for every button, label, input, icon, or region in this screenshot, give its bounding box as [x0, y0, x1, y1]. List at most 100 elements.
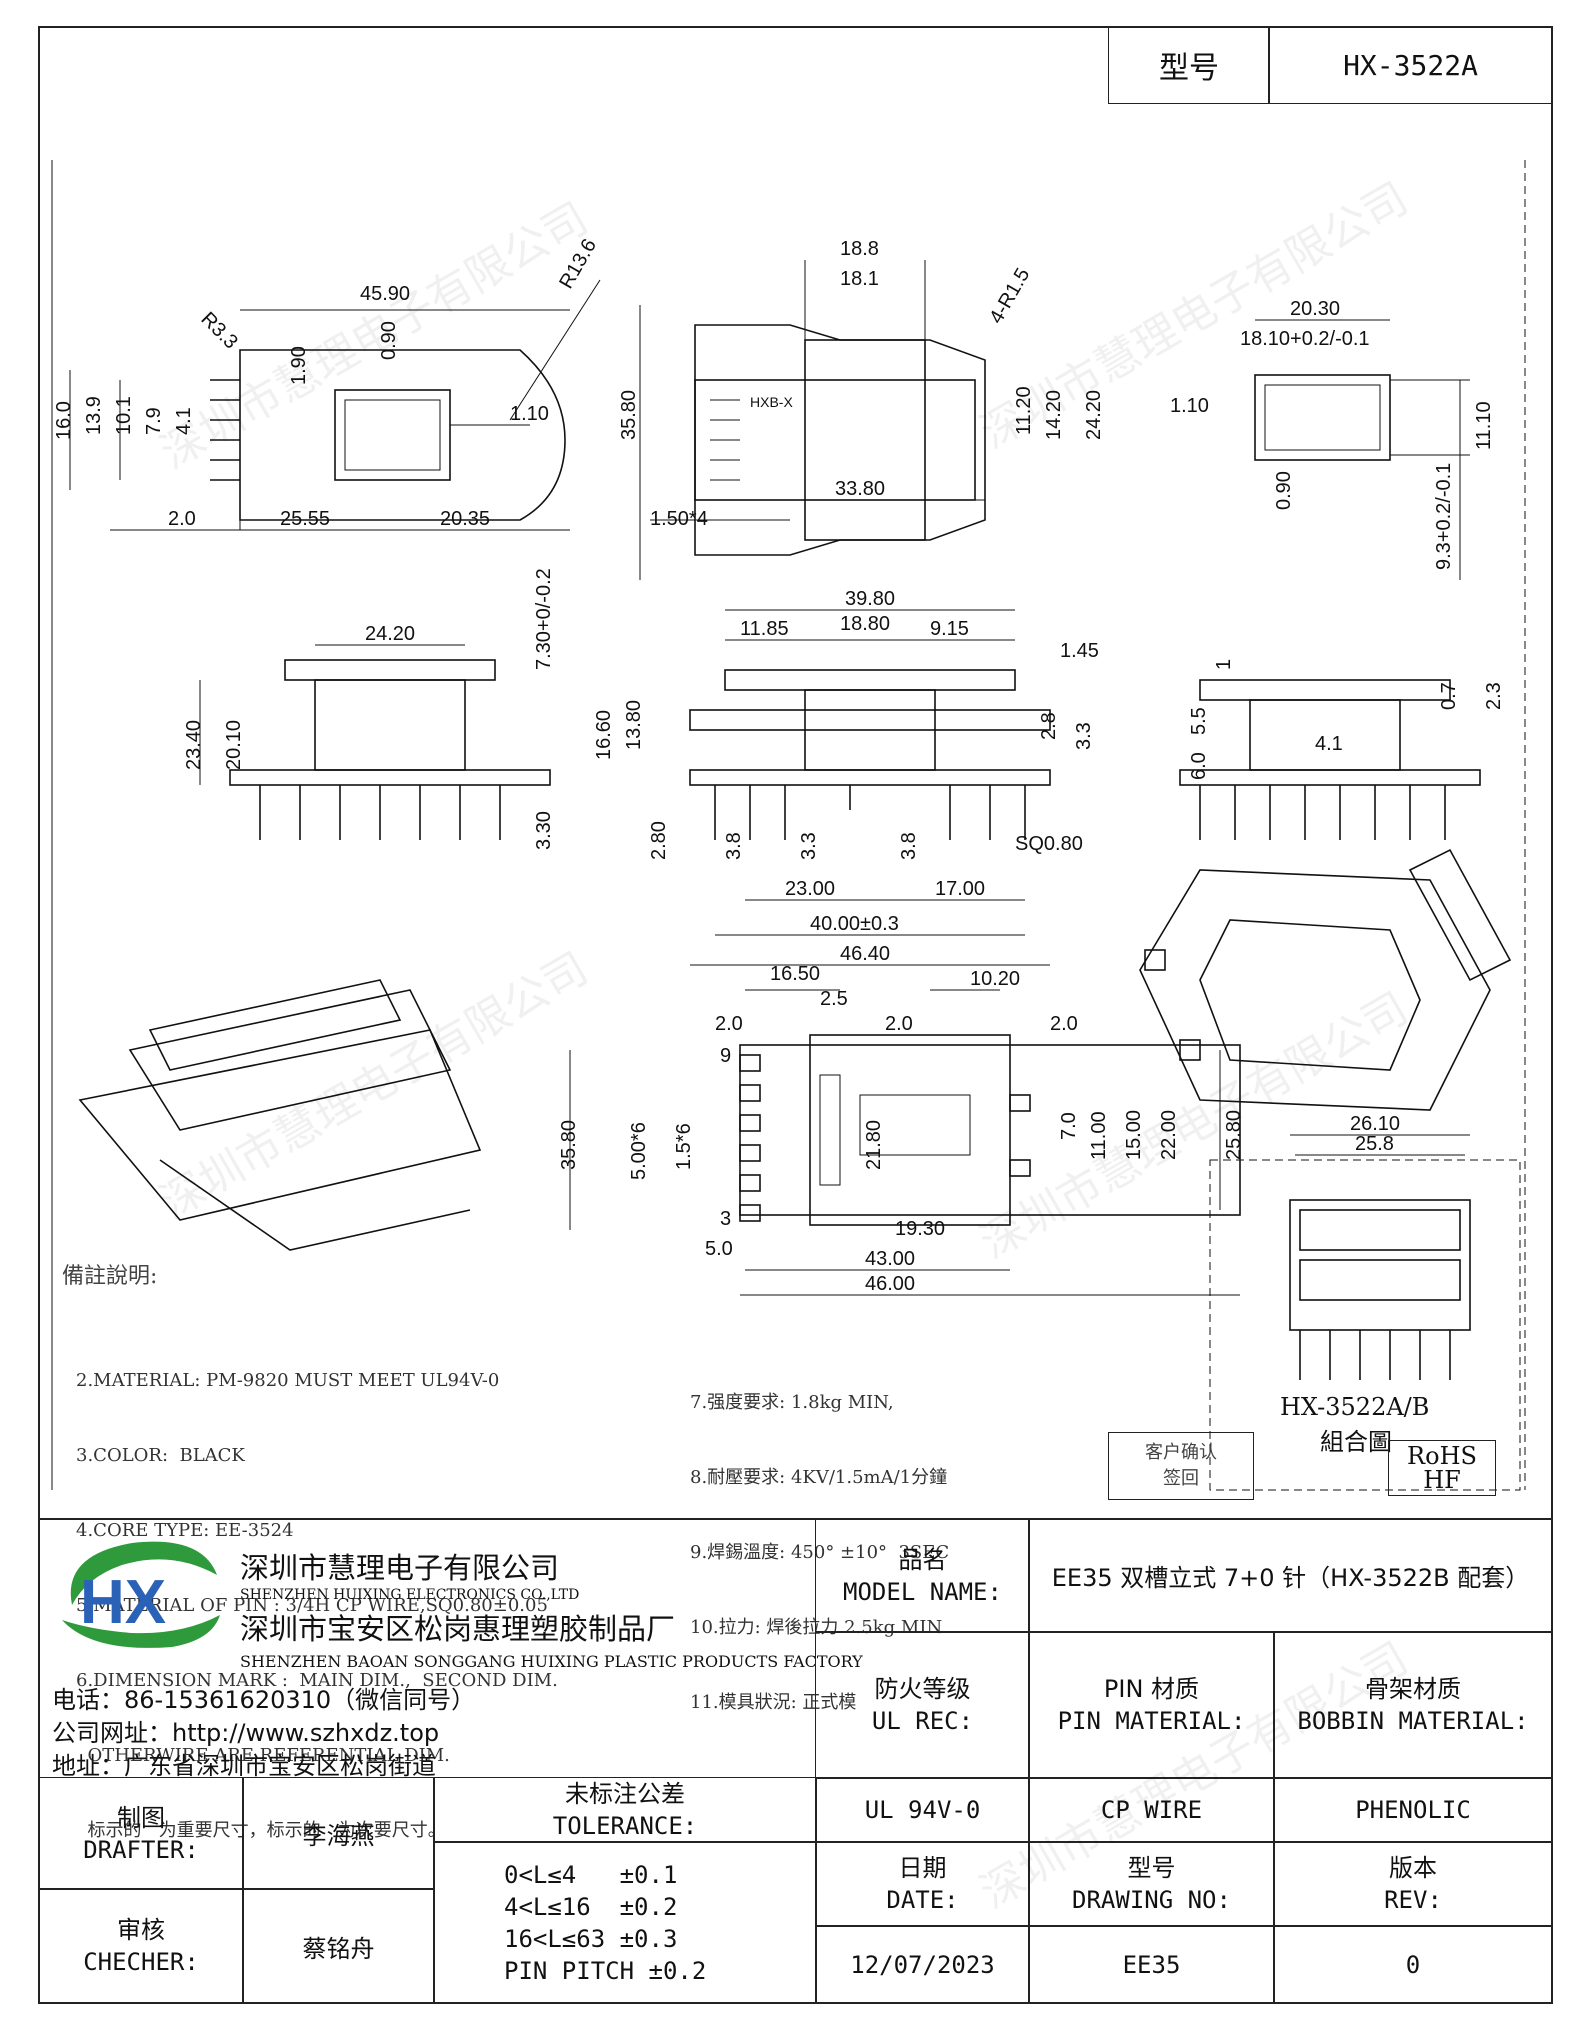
note-line: 9.焊錫溫度: 450° ±10° 3SEC	[690, 1542, 950, 1563]
dim-text: 33.80	[835, 478, 885, 500]
tolerance-line: 16<L≤63 ±0.3	[504, 1924, 678, 1953]
dim-text: 7.30+0/-0.2	[533, 568, 555, 670]
dim-text: 11.20	[1013, 386, 1035, 435]
tolerance-label-en: TOLERANCE:	[552, 1812, 698, 1840]
dim-text: 11.85	[740, 618, 789, 640]
drafter-label-cell: 制图 DRAFTER:	[38, 1777, 244, 1890]
dim-text: 18.8	[840, 238, 879, 260]
note-line: 7.强度要求: 1.8kg MIN,	[690, 1392, 894, 1413]
notes-left: 2.MATERIAL: PM-9820 MUST MEET UL94V-0 3.…	[76, 1318, 558, 1868]
note-line: 8.耐壓要求: 4KV/1.5mA/1分鐘	[690, 1467, 948, 1488]
tolerance-values-cell: 0<L≤4 ±0.1 4<L≤16 ±0.2 16<L≤63 ±0.3 PIN …	[433, 1841, 817, 2004]
dim-text: 1.10	[1170, 395, 1209, 417]
dim-text: 20.10	[223, 720, 245, 770]
dim-text: 21.80	[863, 1120, 885, 1170]
pin-value-cell: CP WIRE	[1028, 1777, 1275, 1843]
model-name-value: EE35 双槽立式 7+0 针（HX-3522B 配套）	[1051, 1564, 1530, 1592]
note-line: OTHERWIRE ARE REFERENTIAL DIM.	[76, 1745, 450, 1766]
logo-text: HX	[80, 1568, 166, 1637]
dim-text: 35.80	[558, 1120, 580, 1170]
company-logo: HX	[52, 1535, 222, 1655]
dim-text: 23.40	[183, 720, 205, 770]
dim-text: 10.1	[113, 396, 135, 435]
checker-value-cell: 蔡铭舟	[242, 1888, 435, 2004]
tolerance-line: 0<L≤4 ±0.1	[504, 1860, 678, 1889]
assembly-subtitle: 組合圖	[1320, 1429, 1392, 1456]
model-name-label-en: MODEL NAME:	[843, 1577, 1002, 1606]
dim-text: 46.00	[865, 1273, 915, 1295]
dim-text: 19.30	[895, 1218, 945, 1240]
rev-value: 0	[1405, 1950, 1421, 1979]
note-line: 标示的 为重要尺寸，标示的 为次要尺寸。	[76, 1820, 446, 1841]
dim-text: 13.9	[83, 396, 105, 435]
bobbin-value-cell: PHENOLIC	[1273, 1777, 1553, 1843]
bobbin-label-cell: 骨架材质 BOBBIN MATERIAL:	[1273, 1631, 1553, 1779]
model-name-label-cn: 品名	[898, 1545, 947, 1574]
dim-text: HXB-X	[750, 394, 793, 410]
tolerance-label-cn: 未标注公差	[565, 1780, 685, 1808]
dim-text: 0.90	[1273, 471, 1295, 510]
dim-text: 26.10	[1350, 1113, 1400, 1135]
pin-value: CP WIRE	[1100, 1796, 1203, 1824]
dim-text: 1.45	[1060, 640, 1099, 662]
drawing-no-label-cn: 型号	[1127, 1854, 1176, 1882]
hf-text: HF	[1423, 1466, 1461, 1494]
dim-text: 3.30	[533, 811, 555, 850]
dim-text: 18.1	[840, 268, 879, 290]
tolerance-label-cell: 未标注公差 TOLERANCE:	[433, 1777, 817, 1843]
ul-label-en: UL REC:	[871, 1707, 974, 1735]
dim-text: 4.1	[1315, 733, 1343, 755]
ul-label-cell: 防火等级 UL REC:	[815, 1631, 1030, 1779]
pin-label-en: PIN MATERIAL:	[1057, 1707, 1246, 1735]
dim-text: 7.9	[143, 407, 165, 435]
dim-text: 4.1	[173, 407, 195, 435]
customer-confirm-line: 签回	[1163, 1468, 1199, 1489]
dim-text: 9.15	[930, 618, 969, 640]
dim-text: 39.80	[845, 588, 895, 610]
model-label-cell: 型号	[1108, 26, 1270, 104]
ul-value: UL 94V-0	[864, 1796, 981, 1824]
dim-text: 2.0	[715, 1013, 743, 1035]
dim-text: 11.10	[1473, 401, 1495, 450]
pin-label-cell: PIN 材质 PIN MATERIAL:	[1028, 1631, 1275, 1779]
assembly-title: HX-3522A/B	[1280, 1393, 1429, 1421]
dim-text: 18.10+0.2/-0.1	[1240, 328, 1370, 350]
dim-text: 35.80	[618, 390, 640, 440]
note-line: 2.MATERIAL: PM-9820 MUST MEET UL94V-0	[76, 1370, 500, 1391]
drafter-label-cn: 制图	[117, 1803, 165, 1832]
dim-text: 9	[720, 1045, 731, 1067]
side-view: 18.8 18.1 4-R1.5 35.80 HXB-X 11.20 14.20…	[618, 238, 1105, 580]
tolerance-line: 4<L≤16 ±0.2	[504, 1892, 678, 1921]
drafter-label-en: DRAFTER:	[83, 1835, 199, 1864]
model-label: 型号	[1159, 51, 1219, 86]
date-label-en: DATE:	[886, 1886, 959, 1914]
company-name-en: SHENZHEN HUIXING ELECTRONICS CO.,LTD	[240, 1587, 580, 1603]
isometric-view-right	[1139, 848, 1512, 1111]
dim-text: 45.90	[360, 283, 410, 305]
dim-text: 24.20	[1083, 390, 1105, 440]
dim-text: 4-R1.5	[985, 265, 1034, 328]
assembly-view: 26.10 25.8 HX-3522A/B 組合圖	[1209, 1113, 1521, 1491]
date-value: 12/07/2023	[850, 1950, 995, 1979]
notes-title: 備註說明:	[62, 1264, 158, 1289]
front-view-mid: 39.80 11.85 18.80 9.15 1.45 16.60 13.80 …	[593, 588, 1099, 966]
dim-text: 1.5*6	[673, 1123, 695, 1170]
pin-label-cn: PIN 材质	[1103, 1675, 1200, 1703]
dim-text: 23.00	[785, 878, 835, 900]
dim-text: 25.80	[1223, 1110, 1245, 1160]
dim-text: 16.50	[770, 963, 820, 985]
drawing-no-label-en: DRAWING NO:	[1072, 1886, 1231, 1914]
dim-text: 22.00	[1158, 1110, 1180, 1160]
note-line: 3.COLOR: BLACK	[76, 1445, 245, 1466]
dim-text: 25.55	[280, 508, 330, 530]
dim-text: 5.00*6	[628, 1122, 650, 1180]
dim-text: 2.0	[885, 1013, 913, 1035]
checker-label-cell: 审核 CHECHER:	[38, 1888, 244, 2004]
dim-text: 3.8	[898, 832, 920, 860]
dim-text: 18.80	[840, 613, 890, 635]
dim-text: 1	[1213, 659, 1235, 670]
dim-text: 17.00	[935, 878, 985, 900]
dim-text: 2.80	[648, 821, 670, 860]
company-phone: 电话：86-15361620310（微信同号）	[52, 1686, 476, 1714]
dim-text: 1.50*4	[650, 508, 708, 530]
